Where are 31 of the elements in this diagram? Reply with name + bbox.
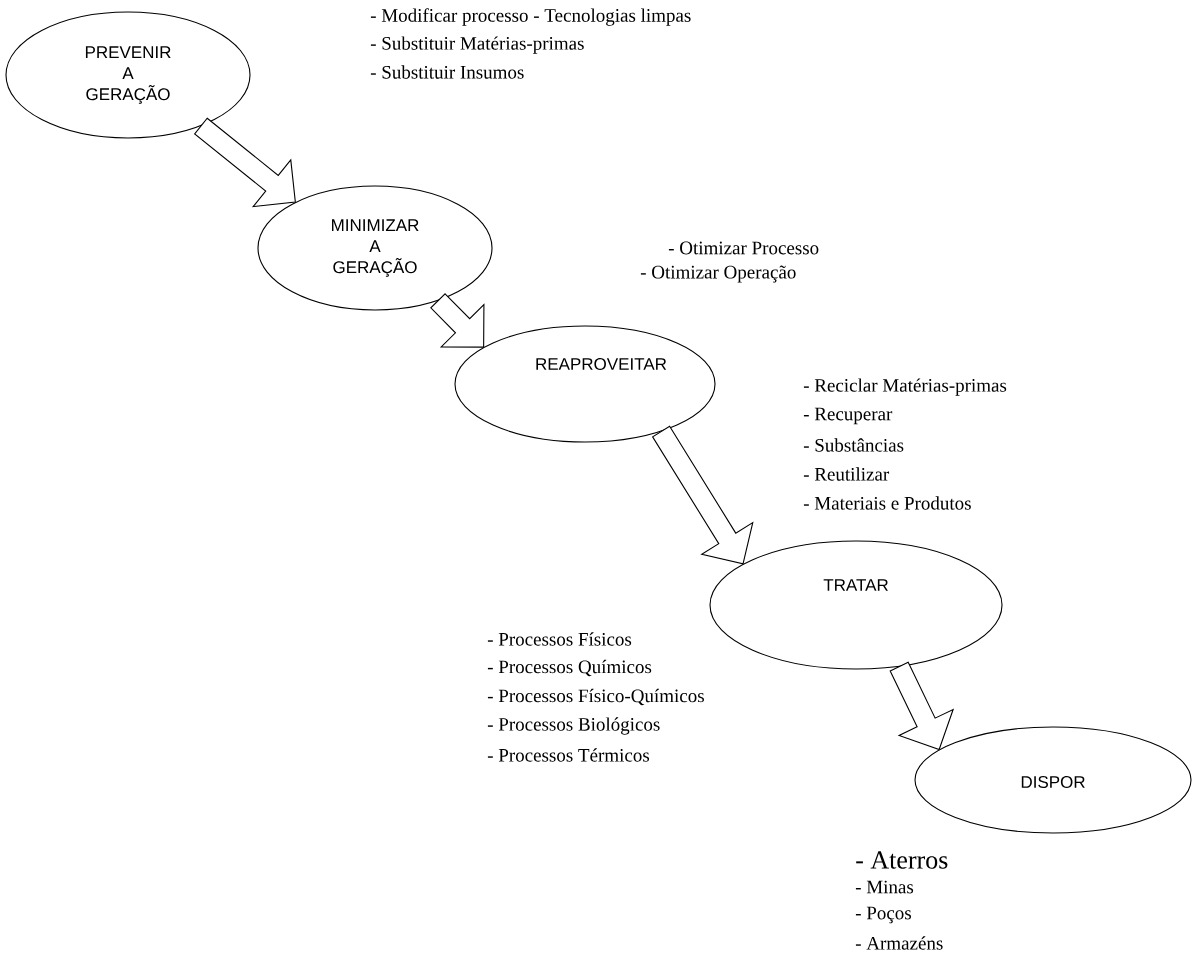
list-item: - Otimizar Operação (640, 265, 796, 283)
node-label: MINIMIZAR A GERAÇÃO (332, 219, 419, 277)
node-label: DISPOR (1021, 776, 1085, 789)
list-item: - Reutilizar (803, 467, 890, 481)
process-ellipse (914, 726, 1192, 834)
list-item: - Substâncias (803, 438, 904, 452)
list-item: - Aterros (856, 851, 948, 869)
list-item: - Processos Físico-Químicos (487, 688, 704, 706)
list-item: - Minas (855, 880, 914, 894)
list-item: - Armazéns (855, 936, 943, 950)
list-item: - Processos Biológicos (487, 717, 660, 735)
list-item: - Processos Químicos (487, 659, 652, 677)
process-ellipse (5, 11, 251, 139)
list-item: - Recuperar (803, 407, 893, 425)
list-item: - Processos Físicos (487, 632, 632, 646)
block-arrow (889, 661, 955, 751)
process-ellipse (709, 540, 1003, 670)
node-label: REAPROVEITAR (536, 358, 667, 371)
node-label: TRATAR (823, 579, 888, 591)
list-item: - Modificar processo - Tecnologias limpas (370, 8, 691, 26)
list-item: - Substituir Insumos (370, 65, 524, 79)
list-item: - Processos Térmicos (487, 748, 650, 762)
list-item: - Reciclar Matérias-primas (803, 378, 1007, 396)
list-item: - Otimizar Processo (668, 241, 819, 255)
list-item: - Materiais e Produtos (803, 496, 971, 510)
node-label: PREVENIR A GERAÇÃO (85, 46, 171, 104)
list-item: - Poços (855, 906, 911, 924)
block-arrow (430, 293, 485, 348)
process-ellipse (454, 325, 716, 443)
list-item: - Substituir Matérias-primas (370, 36, 584, 54)
process-ellipse (257, 185, 493, 311)
